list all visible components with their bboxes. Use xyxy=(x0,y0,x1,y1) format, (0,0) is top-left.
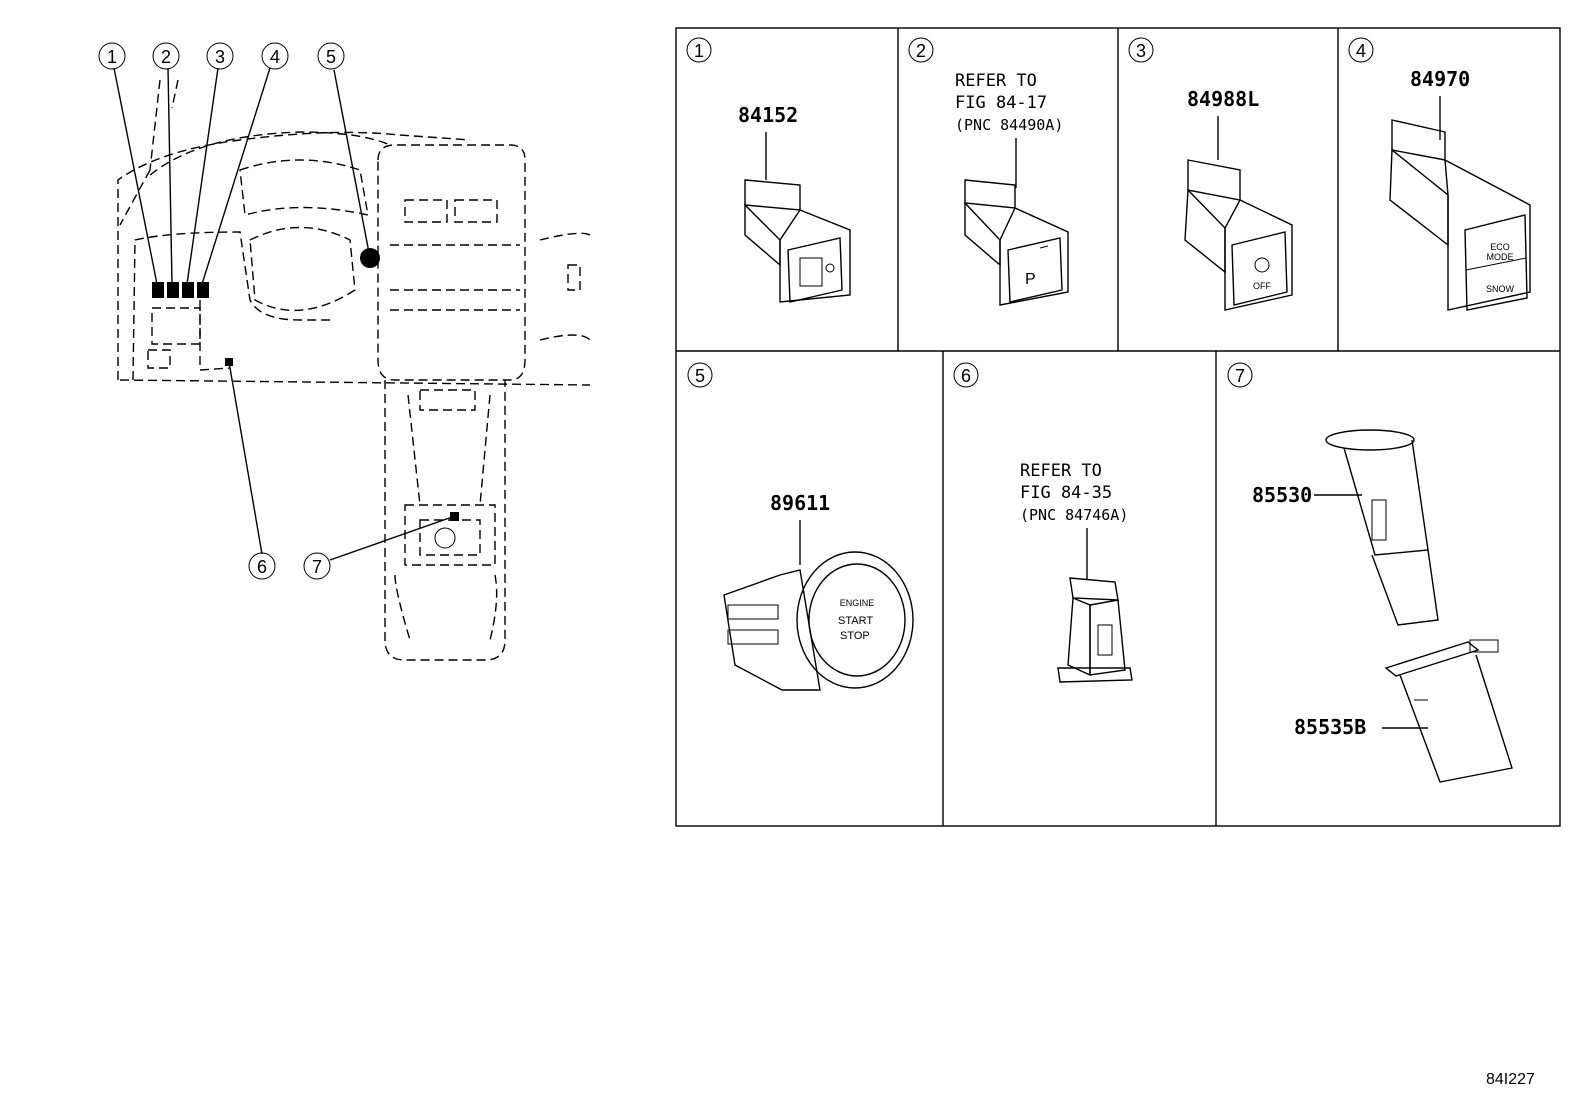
panel-2-index: 2 xyxy=(916,41,926,61)
panel-3: 3 84988L OFF xyxy=(1128,37,1293,311)
snow-label: SNOW xyxy=(1486,284,1515,294)
panel-5-index: 5 xyxy=(695,366,705,386)
svg-text:2: 2 xyxy=(161,47,171,67)
svg-text:4: 4 xyxy=(270,47,280,67)
part-number-84988L: 84988L xyxy=(1187,87,1259,111)
overview-callout-2: 2 xyxy=(152,42,180,70)
svg-text:1: 1 xyxy=(107,47,117,67)
dashboard-overview: 1 2 3 4 5 6 7 xyxy=(98,42,591,661)
panel-7-index: 7 xyxy=(1235,366,1245,386)
panel-1: 1 84152 xyxy=(686,37,851,303)
panel-6-index: 6 xyxy=(961,366,971,386)
svg-text:7: 7 xyxy=(312,557,322,577)
overview-callout-6: 6 xyxy=(248,552,276,580)
figure-code: 84I227 xyxy=(1486,1071,1535,1088)
overview-callout-3: 3 xyxy=(206,42,234,70)
panel-3-index: 3 xyxy=(1136,41,1146,61)
overview-callout-5: 5 xyxy=(317,42,345,70)
panel-6: 6 REFER TO FIG 84-35 (PNC 84746A) xyxy=(953,362,1133,683)
eco-label: ECO xyxy=(1490,242,1510,252)
panel-5: 5 89611 ENGINE START STOP xyxy=(687,362,914,691)
eco-snow-switch-illustration: ECO MODE SNOW xyxy=(1389,119,1531,311)
svg-text:6: 6 xyxy=(257,557,267,577)
panel-7: 7 85530 85535B xyxy=(1227,362,1513,783)
power-outlet-illustration xyxy=(1325,429,1439,626)
panel-6-refer-line-3: (PNC 84746A) xyxy=(1020,506,1128,524)
panel-1-index: 1 xyxy=(694,41,704,61)
overview-callout-7: 7 xyxy=(303,552,331,580)
panel-2: 2 REFER TO FIG 84-17 (PNC 84490A) P xyxy=(908,37,1069,306)
panel-2-refer-line-2: FIG 84-17 xyxy=(955,93,1047,113)
parking-sensor-switch-illustration: P xyxy=(964,179,1069,306)
panel-grid xyxy=(675,27,1561,827)
panel-4-index: 4 xyxy=(1356,41,1366,61)
mirror-switch-illustration xyxy=(744,179,851,303)
engine-label: ENGINE xyxy=(840,598,875,608)
overview-callout-1: 1 xyxy=(98,42,126,70)
part-number-85535B: 85535B xyxy=(1294,715,1366,739)
blank-switch-illustration xyxy=(1057,577,1133,683)
part-number-89611: 89611 xyxy=(770,491,830,515)
mode-label: MODE xyxy=(1487,252,1514,262)
part-number-84152: 84152 xyxy=(738,103,798,127)
part-number-84970: 84970 xyxy=(1410,67,1470,91)
panel-4: 4 84970 ECO MODE SNOW xyxy=(1348,37,1531,311)
svg-text:5: 5 xyxy=(326,47,336,67)
panel-6-refer-line-1: REFER TO xyxy=(1020,461,1102,481)
stop-label: STOP xyxy=(840,630,870,642)
parking-glyph: P xyxy=(1025,271,1036,288)
engine-start-button-illustration: ENGINE START STOP xyxy=(723,551,914,691)
panel-2-refer-line-3: (PNC 84490A) xyxy=(955,116,1063,134)
panel-2-refer-line-1: REFER TO xyxy=(955,71,1037,91)
overview-callout-4: 4 xyxy=(261,42,289,70)
svg-text:3: 3 xyxy=(215,47,225,67)
traction-control-switch-illustration: OFF xyxy=(1184,159,1293,311)
part-number-85530: 85530 xyxy=(1252,483,1312,507)
start-label: START xyxy=(838,615,873,627)
off-label: OFF xyxy=(1253,281,1271,291)
socket-holder-illustration xyxy=(1384,639,1513,783)
panel-6-refer-line-2: FIG 84-35 xyxy=(1020,483,1112,503)
